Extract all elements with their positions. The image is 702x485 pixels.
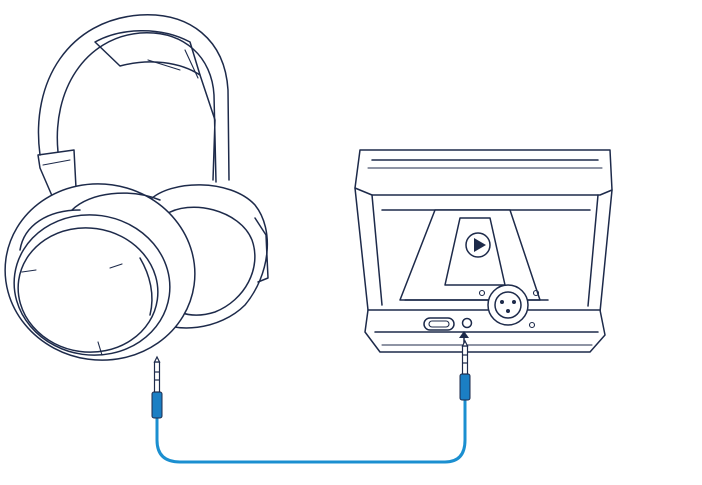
left-plug-icon <box>151 355 163 419</box>
headphone-jack-icon <box>461 317 473 329</box>
headphones-icon <box>4 14 269 361</box>
right-plug-icon <box>459 339 471 401</box>
aux-cable-icon <box>155 398 467 464</box>
brand-logo-icon <box>465 232 491 258</box>
dock-icon <box>354 149 613 353</box>
